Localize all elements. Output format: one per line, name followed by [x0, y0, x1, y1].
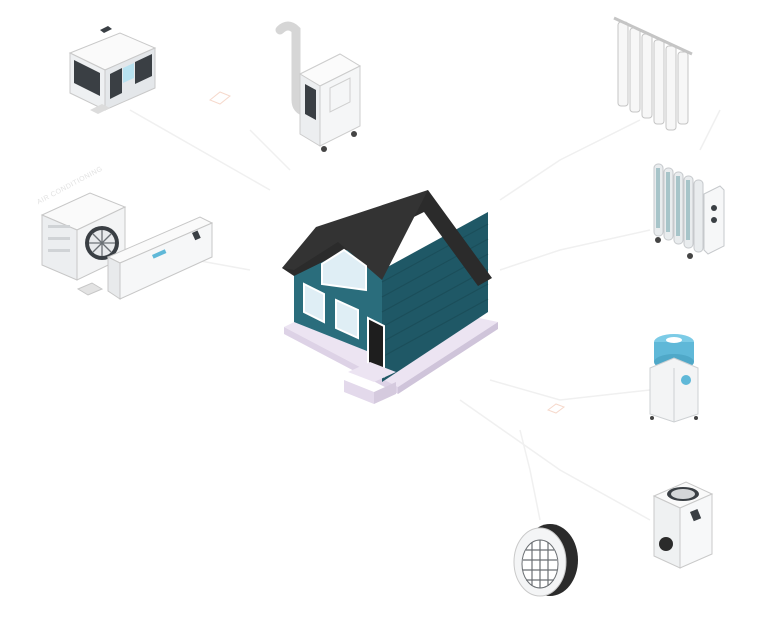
- split-air-conditioner-icon: [40, 185, 215, 305]
- air-purifier-icon: [650, 472, 716, 574]
- portable-air-conditioner-icon: [270, 21, 365, 154]
- humidifier-icon: [644, 328, 704, 424]
- oil-filled-heater-icon: [650, 158, 728, 262]
- house-icon: [278, 182, 500, 407]
- fan-heater-icon: [510, 520, 582, 604]
- panel-radiator-icon: [612, 12, 694, 131]
- window-air-conditioner-icon: [60, 18, 160, 118]
